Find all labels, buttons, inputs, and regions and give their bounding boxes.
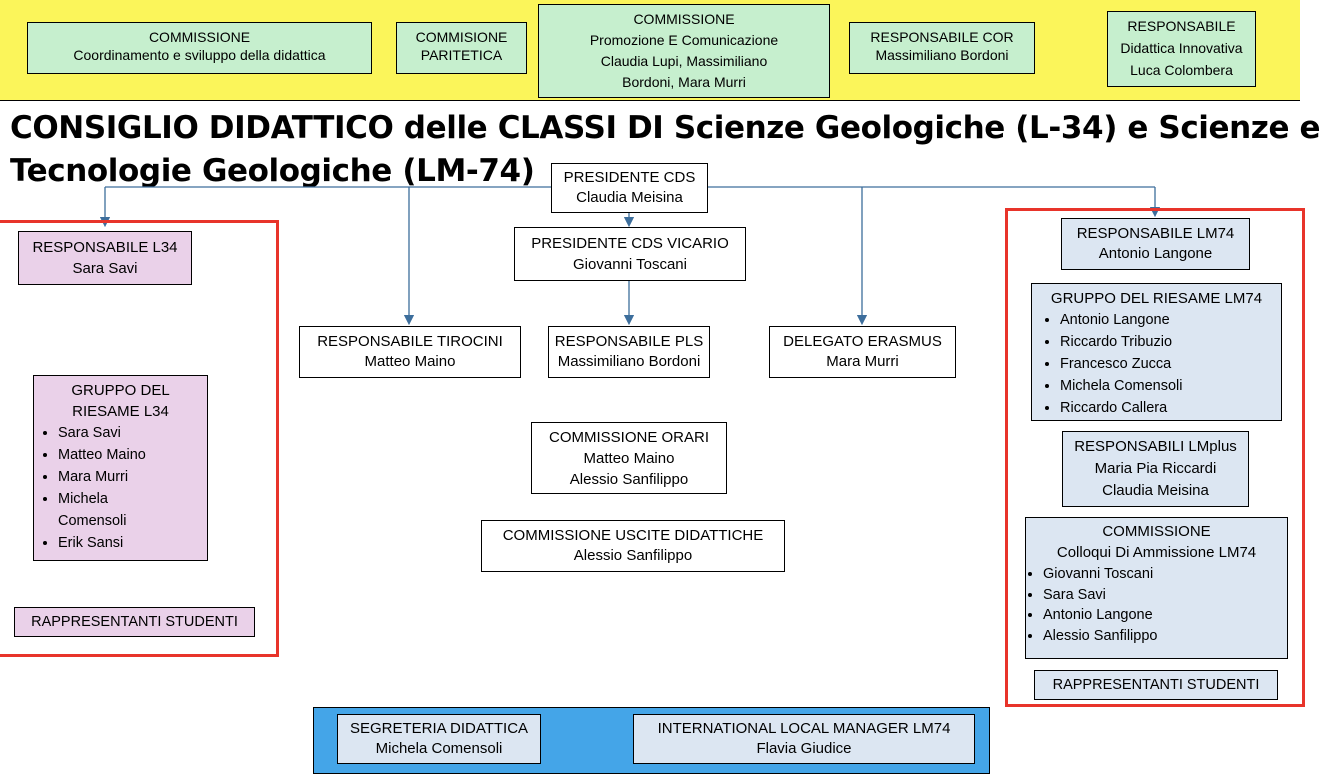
person-name: Michela Comensoli xyxy=(375,740,503,757)
page-title-line1: CONSIGLIO DIDATTICO delle CLASSI DI Scie… xyxy=(10,110,1320,146)
box-segreteria-didattica: SEGRETERIA DIDATTICA Michela Comensoli xyxy=(337,714,541,764)
box-line: Massimiliano Bordoni xyxy=(875,47,1009,63)
group-title: Colloqui Di Ammissione LM74 xyxy=(1056,544,1257,561)
box-line: COMMISSIONE xyxy=(633,11,735,27)
role-label: RESPONSABILE L34 xyxy=(32,239,178,256)
box-line: COMMISSIONE xyxy=(148,29,251,45)
role-label: PRESIDENTE CDS xyxy=(563,169,696,186)
box-line: Bordoni, Mara Murri xyxy=(622,74,746,90)
box-line: RESPONSABILE COR xyxy=(870,29,1014,45)
group-title: RIESAME L34 xyxy=(72,403,169,420)
right-panel-lm74 xyxy=(1005,208,1305,707)
person-name: Flavia Giudice xyxy=(756,740,852,757)
person-name: Matteo Maino xyxy=(364,353,456,370)
group-title: GRUPPO DEL RIESAME LM74 xyxy=(1050,290,1263,307)
member-list: Giovanni Toscani Sara Savi Antonio Lango… xyxy=(1030,564,1283,646)
person-name: Maria Pia Riccardi xyxy=(1094,460,1217,477)
group-title: COMMISSIONE xyxy=(1102,523,1211,540)
person-name: Matteo Maino xyxy=(583,450,675,467)
person-name: Sara Savi xyxy=(72,260,138,277)
box-responsabile-pls: RESPONSABILE PLS Massimiliano Bordoni xyxy=(548,326,710,378)
role-label: RESPONSABILE PLS xyxy=(554,333,704,350)
box-responsabile-tirocini: RESPONSABILE TIROCINI Matteo Maino xyxy=(299,326,521,378)
role-label: COMMISSIONE ORARI xyxy=(548,429,709,446)
member-list: Antonio Langone Riccardo Tribuzio France… xyxy=(1036,309,1277,419)
member: Riccardo Callera xyxy=(1060,397,1277,419)
box-line: Didattica Innovativa xyxy=(1120,40,1243,56)
person-name: Massimiliano Bordoni xyxy=(557,353,701,370)
member: Riccardo Tribuzio xyxy=(1060,331,1277,353)
role-label: SEGRETERIA DIDATTICA xyxy=(349,720,529,737)
member: Antonio Langone xyxy=(1060,309,1277,331)
box-line: COMMISIONE xyxy=(415,29,508,45)
person-name: Claudia Meisina xyxy=(1102,482,1209,499)
box-delegato-erasmus: DELEGATO ERASMUS Mara Murri xyxy=(769,326,956,378)
person-name: Giovanni Toscani xyxy=(573,256,687,273)
box-line: Promozione E Comunicazione xyxy=(589,32,779,48)
box-gruppo-riesame-lm74: GRUPPO DEL RIESAME LM74 Antonio Langone … xyxy=(1031,283,1282,421)
box-gruppo-riesame-l34: GRUPPO DEL RIESAME L34 Sara Savi Matteo … xyxy=(33,375,208,561)
member: Antonio Langone xyxy=(1043,605,1283,626)
box-responsabile-cor: RESPONSABILE COR Massimiliano Bordoni xyxy=(849,22,1035,74)
member: Mara Murri xyxy=(58,466,203,488)
role-label: RAPPRESENTANTI STUDENTI xyxy=(31,614,238,630)
box-responsabili-lmplus: RESPONSABILI LMplus Maria Pia Riccardi C… xyxy=(1062,431,1249,507)
box-rappresentanti-studenti-lm74: RAPPRESENTANTI STUDENTI xyxy=(1034,670,1278,700)
role-label: COMMISSIONE USCITE DIDATTICHE xyxy=(502,527,764,544)
role-label: RAPPRESENTANTI STUDENTI xyxy=(1052,677,1260,693)
box-line: RESPONSABILE xyxy=(1127,18,1236,34)
box-presidente-vicario: PRESIDENTE CDS VICARIO Giovanni Toscani xyxy=(514,227,746,281)
member: Matteo Maino xyxy=(58,444,203,466)
role-label: RESPONSABILE LM74 xyxy=(1076,225,1235,242)
box-rappresentanti-studenti-l34: RAPPRESENTANTI STUDENTI xyxy=(14,607,255,637)
role-label: DELEGATO ERASMUS xyxy=(783,333,942,350)
box-line: Coordinamento e sviluppo della didattica xyxy=(73,47,326,63)
role-label: INTERNATIONAL LOCAL MANAGER LM74 xyxy=(657,720,951,737)
member: Sara Savi xyxy=(1043,585,1283,606)
box-presidente-cds: PRESIDENTE CDS Claudia Meisina xyxy=(551,163,708,213)
member-list: Sara Savi Matteo Maino Mara Murri Michel… xyxy=(38,422,203,554)
page-title-line2: Tecnologie Geologiche (LM-74) xyxy=(10,153,535,189)
member: Michela Comensoli xyxy=(1060,375,1277,397)
member: Francesco Zucca xyxy=(1060,353,1277,375)
member: Alessio Sanfilippo xyxy=(1043,626,1283,647)
member: Erik Sansi xyxy=(58,532,203,554)
person-name: Antonio Langone xyxy=(1098,245,1213,262)
group-title: GRUPPO DEL xyxy=(71,382,170,399)
box-commissione-promozione: COMMISSIONE Promozione E Comunicazione C… xyxy=(538,4,830,98)
role-label: PRESIDENTE CDS VICARIO xyxy=(531,235,729,252)
person-name: Alessio Sanfilippo xyxy=(569,471,689,488)
box-international-local-manager: INTERNATIONAL LOCAL MANAGER LM74 Flavia … xyxy=(633,714,975,764)
box-commissione-orari: COMMISSIONE ORARI Matteo Maino Alessio S… xyxy=(531,422,727,494)
box-line: Luca Colombera xyxy=(1130,62,1233,78)
member: Michela Comensoli xyxy=(58,488,168,532)
box-line: PARITETICA xyxy=(420,47,503,63)
member: Sara Savi xyxy=(58,422,203,444)
box-commissione-uscite: COMMISSIONE USCITE DIDATTICHE Alessio Sa… xyxy=(481,520,785,572)
box-responsabile-lm74: RESPONSABILE LM74 Antonio Langone xyxy=(1061,218,1250,270)
role-label: RESPONSABILE TIROCINI xyxy=(317,333,503,350)
member: Giovanni Toscani xyxy=(1043,564,1283,585)
bottom-staff-bar: SEGRETERIA DIDATTICA Michela Comensoli I… xyxy=(313,707,990,774)
box-commissione-paritetica: COMMISIONE PARITETICA xyxy=(396,22,527,74)
box-commissione-colloqui: COMMISSIONE Colloqui Di Ammissione LM74 … xyxy=(1025,517,1288,659)
box-responsabile-didattica-innovativa: RESPONSABILE Didattica Innovativa Luca C… xyxy=(1107,11,1256,87)
box-responsabile-l34: RESPONSABILE L34 Sara Savi xyxy=(18,231,192,285)
left-panel-l34 xyxy=(0,220,279,657)
top-commission-bar: COMMISSIONE Coordinamento e sviluppo del… xyxy=(0,0,1300,101)
box-commissione-coordinamento: COMMISSIONE Coordinamento e sviluppo del… xyxy=(27,22,372,74)
person-name: Alessio Sanfilippo xyxy=(573,547,693,564)
box-line: Claudia Lupi, Massimiliano xyxy=(600,53,768,69)
person-name: Claudia Meisina xyxy=(576,189,683,206)
person-name: Mara Murri xyxy=(826,353,899,370)
role-label: RESPONSABILI LMplus xyxy=(1074,438,1237,455)
